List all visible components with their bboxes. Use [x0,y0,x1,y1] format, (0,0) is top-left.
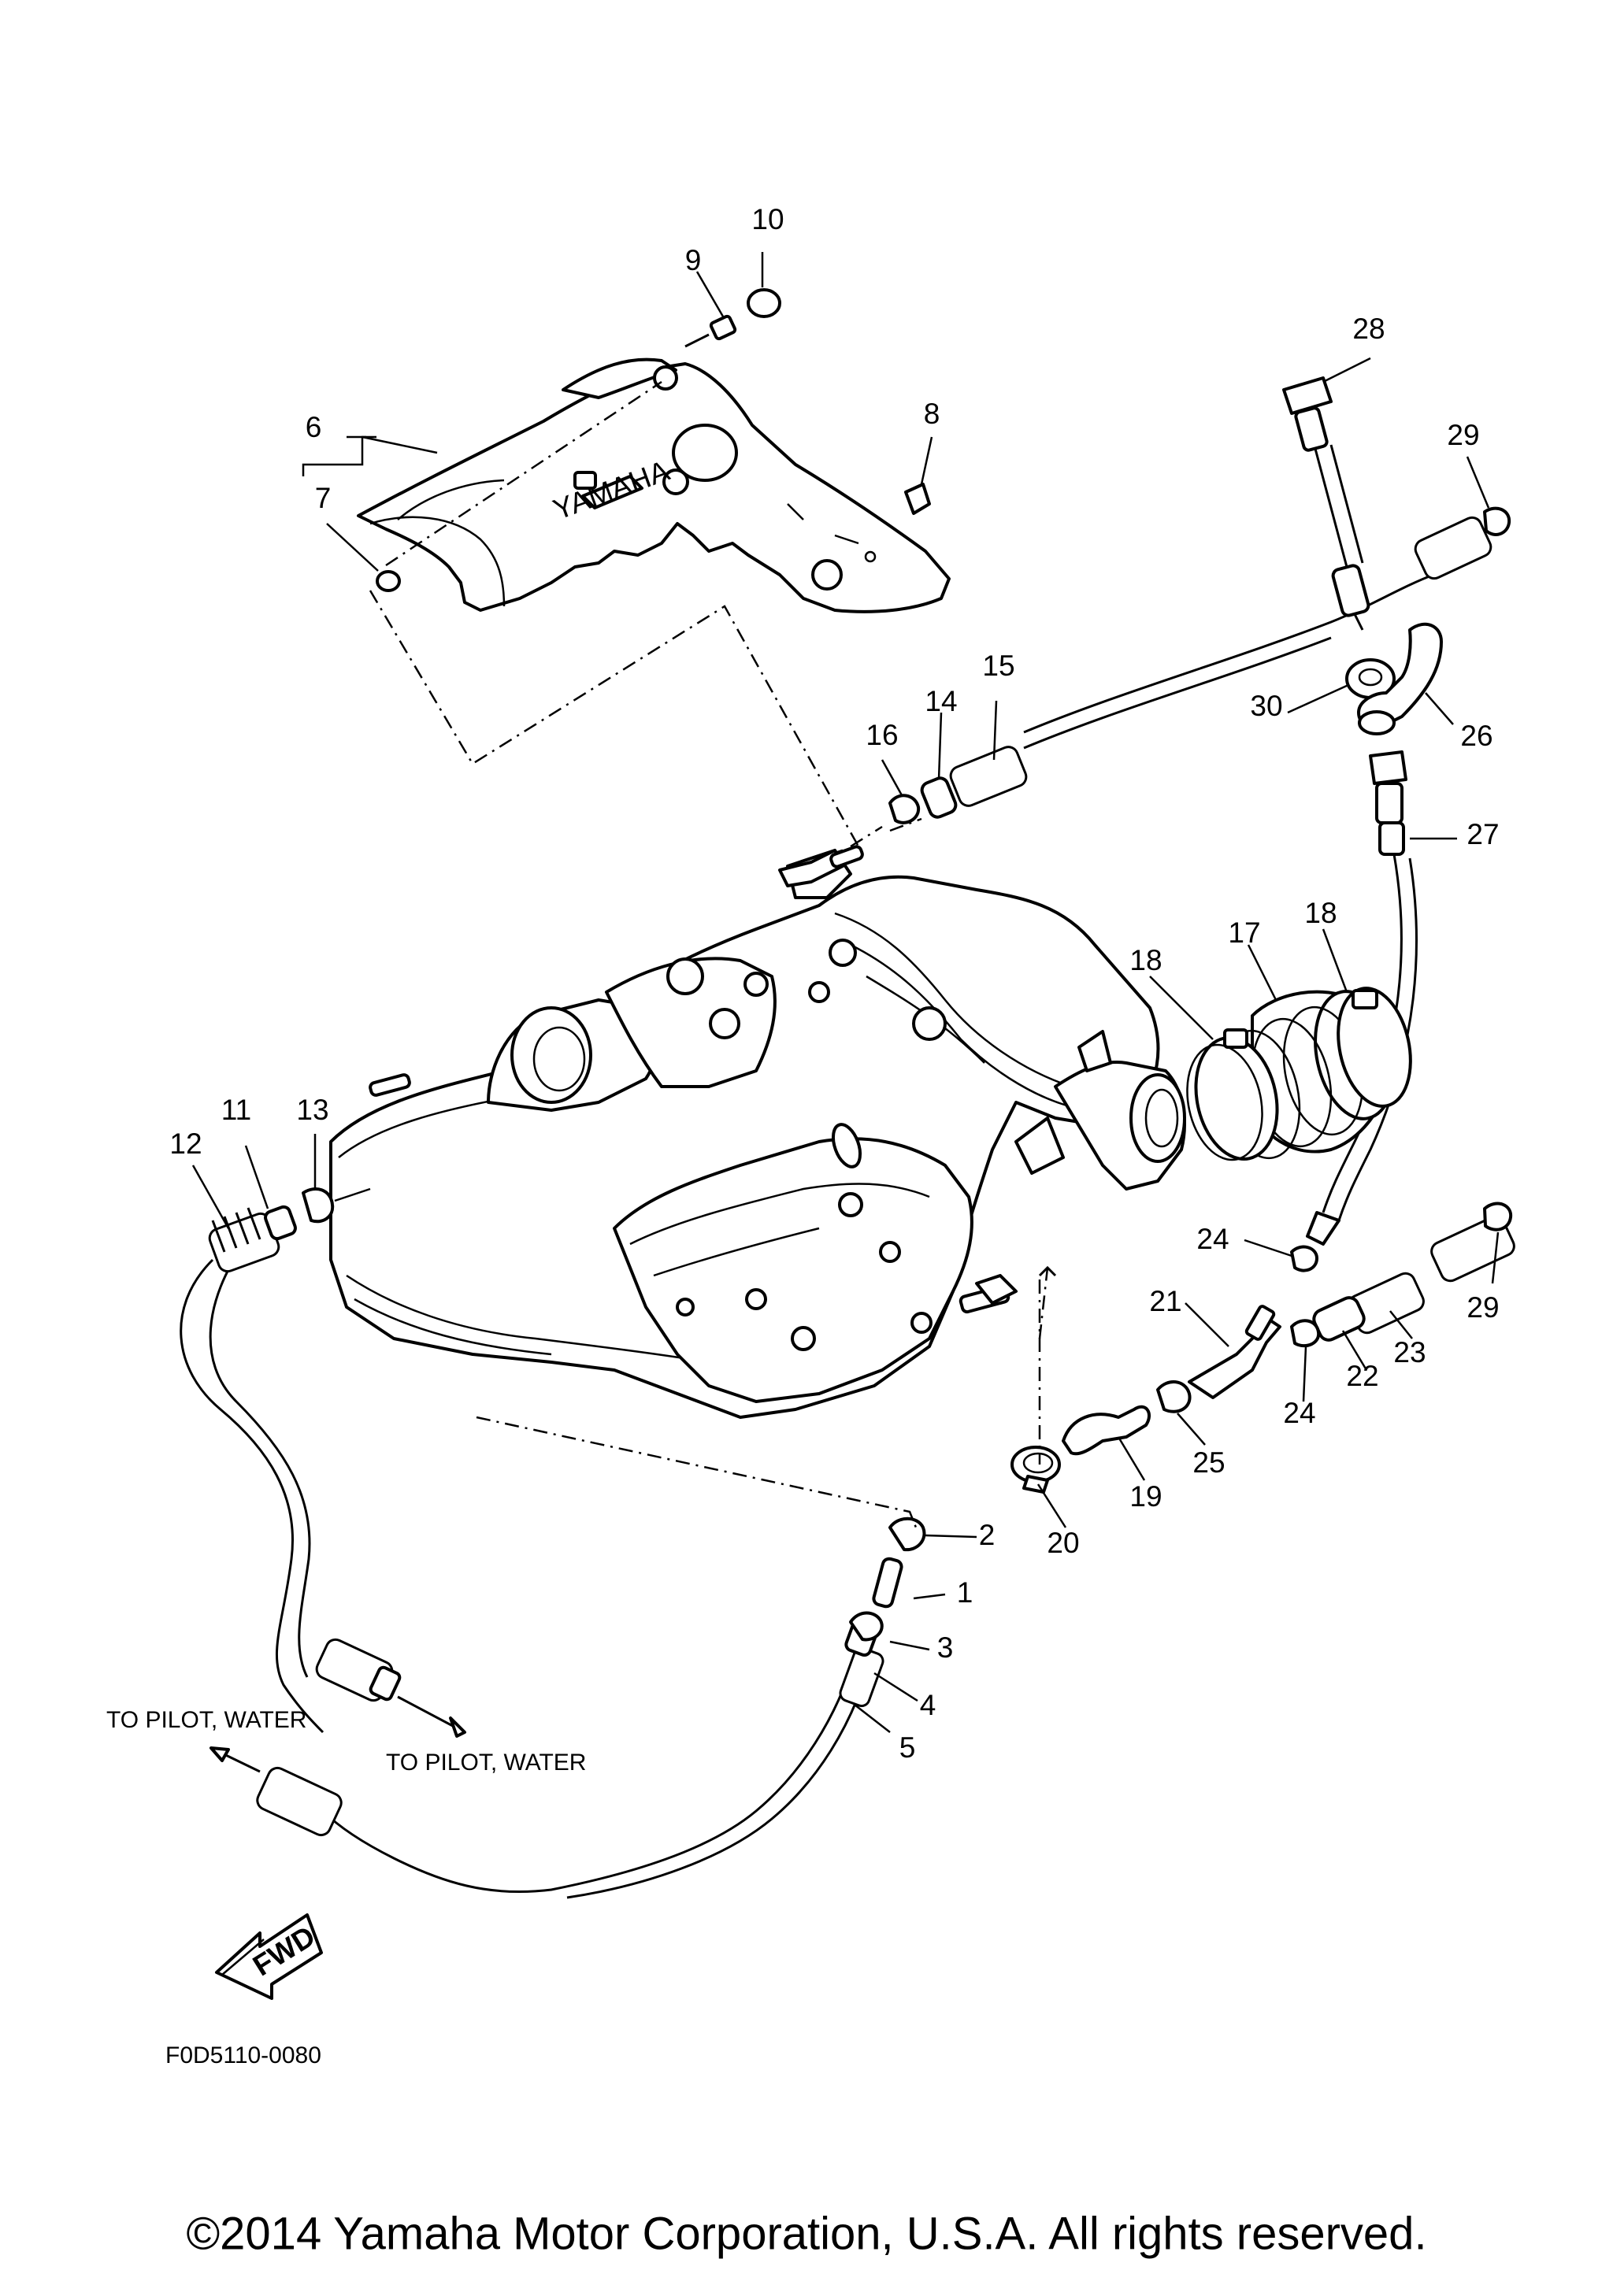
callout-20: 20 [1047,1527,1079,1559]
callout-21: 21 [1149,1285,1181,1317]
clamp-25 [1156,1380,1192,1413]
clamp-18-right [1337,987,1412,1108]
left-hose-assembly [180,1187,466,1738]
leader-dashes-upper [369,590,860,847]
center-hose-assembly [210,1516,977,1899]
hose-19 [1062,1405,1151,1456]
callout-19: 19 [1129,1480,1162,1513]
callout-1: 1 [957,1576,973,1609]
cap-10 [747,288,781,318]
clamp-24-right [1290,1319,1321,1348]
figure-code: F0D5110-0080 [165,2042,321,2068]
fitting-28 [1282,376,1333,415]
clamp-18-left [1186,1028,1279,1161]
callout-2: 2 [979,1519,996,1551]
clip-8 [904,483,931,515]
cap-2 [888,1516,926,1552]
callout-6: 6 [306,411,322,443]
callout-26: 26 [1460,720,1492,752]
nipple-1 [872,1557,903,1609]
fwd-arrow-icon: FWD [215,1913,323,2000]
callout-12: 12 [169,1128,202,1160]
clamp-16 [888,794,921,824]
callout-29-lower: 29 [1467,1291,1499,1324]
callout-labels: 2 1 3 4 5 6 7 8 9 10 11 12 13 14 15 16 1… [169,203,1499,1764]
callout-5: 5 [899,1731,916,1764]
upper-right-hose-assembly [850,376,1511,1246]
callout-17: 17 [1228,917,1260,949]
callout-7: 7 [315,482,332,514]
callout-10: 10 [751,203,784,235]
callout-11: 11 [221,1094,251,1126]
exhaust-cover: YAMAHA [357,357,951,613]
callout-30: 30 [1250,690,1282,722]
callout-9: 9 [685,244,702,276]
callout-15: 15 [982,650,1014,682]
note-to-pilot-right: TO PILOT, WATER [386,1750,586,1776]
callout-24-right: 24 [1283,1397,1315,1429]
callout-4: 4 [920,1689,936,1721]
clamp-29-lower [1483,1202,1513,1231]
clamp-29-upper [1483,506,1511,536]
leader-dashes-hose-upper [889,817,922,832]
callout-16: 16 [866,719,898,751]
note-to-pilot-left: TO PILOT, WATER [106,1707,306,1733]
callout-24-left: 24 [1196,1223,1229,1255]
callout-27: 27 [1467,818,1499,850]
callout-29-upper: 29 [1447,419,1479,451]
clamp-13 [302,1187,335,1224]
exhaust-body [329,845,1186,1419]
bolt-9 [684,314,737,348]
callout-22: 22 [1346,1360,1378,1392]
callout-14: 14 [925,685,957,717]
callout-3: 3 [937,1631,954,1664]
copyright-footer: ©2014 Yamaha Motor Corporation, U.S.A. A… [186,2208,1426,2259]
callout-18-right: 18 [1304,897,1337,929]
callout-28: 28 [1352,313,1385,345]
callout-23: 23 [1393,1336,1426,1368]
lower-right-hose-assembly [1010,1202,1515,1494]
fitting-27 [1369,750,1407,785]
o-ring-7 [376,570,401,592]
callout-8: 8 [924,398,940,430]
callout-18-left: 18 [1129,944,1162,976]
leader-lines [191,252,1500,1733]
callout-25: 25 [1192,1446,1225,1479]
sleeve-14 [920,776,958,819]
clamp-3 [849,1611,884,1642]
clamp-24-left [1290,1245,1318,1272]
hose-15 [949,746,1028,807]
callout-13: 13 [296,1094,328,1126]
